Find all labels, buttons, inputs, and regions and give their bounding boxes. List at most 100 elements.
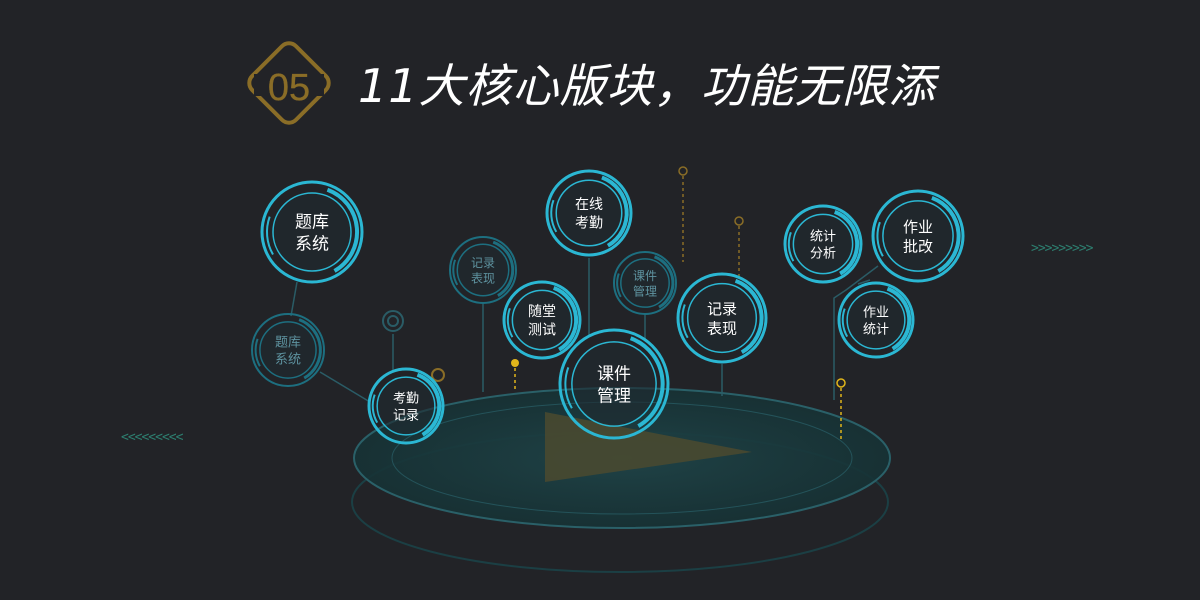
node-ring-inner [272, 192, 352, 272]
badge-number: 05 [268, 67, 310, 109]
node-label: 题库 [295, 212, 329, 232]
node-accent-arc [416, 372, 442, 437]
node-fill [457, 244, 509, 296]
node-ring-inner [555, 179, 623, 247]
badge-diamond [247, 41, 331, 125]
node-label: 记录 [471, 256, 495, 270]
node-accent-arc [629, 336, 665, 428]
node-accent-arc [787, 231, 795, 262]
node-accent-arc [681, 304, 689, 339]
node-ring-outer [502, 280, 582, 360]
node-fill [377, 377, 435, 435]
node-fill [259, 321, 317, 379]
node-label: 统计 [863, 322, 889, 337]
node-ring-outer [251, 313, 325, 387]
node-ring-outer [367, 367, 445, 445]
node-label: 系统 [295, 235, 329, 255]
arrows-right: >>>>>>>>> [1031, 241, 1094, 256]
node-label: 考勤 [393, 391, 419, 406]
node-label: 随堂 [528, 304, 556, 320]
node-label: 作业 [863, 305, 889, 320]
node-label: 批改 [903, 237, 933, 255]
badge-mask [254, 74, 324, 96]
connectors [290, 258, 879, 403]
node-ring-outer [545, 169, 633, 257]
target-icon-inner [387, 315, 399, 327]
node-label: 统计 [810, 229, 836, 244]
node-ring-outer [449, 236, 517, 304]
arrows-left: <<<<<<<<< [121, 430, 184, 445]
node-ring-outer [676, 272, 768, 364]
node-accent-arc [254, 338, 261, 367]
node-fill [512, 290, 572, 350]
node-fill [882, 200, 954, 272]
node-accent-arc [506, 307, 514, 338]
node-accent-arc [931, 196, 961, 273]
node-fill [620, 258, 670, 308]
node-label: 题库 [275, 334, 301, 350]
platform-beam [545, 412, 752, 482]
page-headline: 11大核心版块，功能无限添 [358, 59, 936, 113]
node-label: 分析 [810, 246, 836, 261]
node-ring-inner [456, 243, 510, 297]
node-ring-inner [620, 258, 670, 308]
node-label: 记录 [707, 300, 737, 318]
node-accent-arc [841, 308, 849, 338]
node-ring-inner [792, 213, 854, 275]
connector-line [857, 279, 871, 285]
node-accent-arc [298, 318, 322, 380]
node-label: 管理 [597, 387, 631, 407]
connector-line [290, 281, 298, 317]
node-accent-arc [653, 255, 675, 309]
decor-pins [382, 166, 846, 440]
node-ring-inner [259, 321, 317, 379]
node-label: 考勤 [575, 215, 603, 231]
node-ring-outer [613, 251, 677, 315]
node-ring-inner [376, 376, 436, 436]
pin-circle [431, 368, 445, 382]
module-nodes: 题库系统题库系统考勤记录记录表现随堂测试在线考勤课件管理课件管理记录表现统计分析… [251, 169, 965, 445]
node-accent-arc [552, 286, 579, 352]
node-accent-arc [601, 175, 629, 248]
connector-line [319, 371, 371, 403]
node-accent-arc [550, 199, 558, 233]
node-accent-arc [265, 216, 274, 255]
node-label: 课件 [633, 269, 657, 283]
node-accent-arc [876, 221, 884, 257]
section-badge: 05 [247, 41, 331, 125]
node-fill [556, 180, 622, 246]
connector-line [833, 265, 879, 400]
node-fill [273, 193, 351, 271]
target-icon [382, 310, 404, 332]
node-label: 作业 [903, 218, 933, 236]
pin-circle [836, 378, 846, 388]
node-label: 在线 [575, 197, 603, 213]
node-accent-arc [452, 259, 459, 286]
platform [351, 387, 891, 573]
node-ring-outer [558, 328, 670, 440]
node-label: 表现 [471, 271, 495, 285]
node-label: 系统 [275, 352, 301, 367]
pin-circle [678, 166, 688, 176]
node-ring-outer [783, 204, 863, 284]
node-accent-arc [564, 367, 573, 409]
node-ring-inner [882, 200, 954, 272]
node-ring-inner [846, 290, 906, 350]
node-fill [687, 283, 757, 353]
node-accent-arc [492, 240, 515, 297]
node-accent-arc [326, 187, 360, 273]
node-label: 记录 [393, 408, 419, 423]
node-fill [793, 214, 853, 274]
node-fill [571, 341, 657, 427]
node-label: 管理 [633, 283, 657, 298]
node-ring-outer [837, 281, 915, 359]
node-label: 课件 [597, 364, 631, 384]
